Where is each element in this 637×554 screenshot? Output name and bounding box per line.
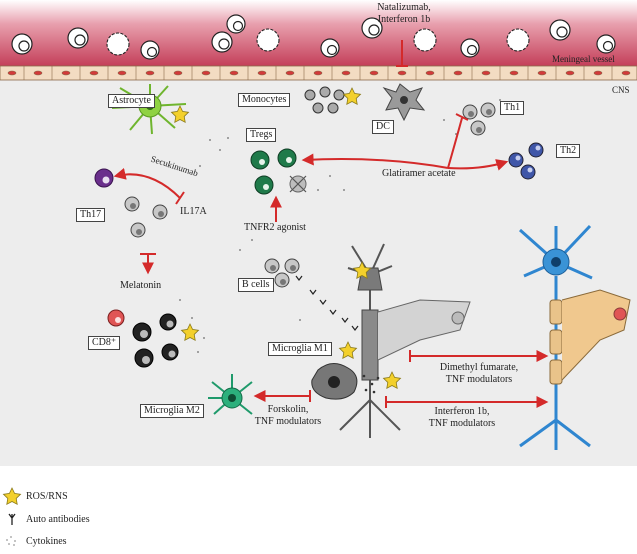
il17a-label: IL17A bbox=[180, 206, 207, 217]
m1-cytokine-dots bbox=[362, 374, 380, 394]
glatiramer-inhibit-th1 bbox=[447, 117, 463, 169]
cytokine-dots-icon bbox=[6, 536, 16, 546]
ifn-label-2: TNF modulators bbox=[428, 418, 496, 429]
legend-cytokines-label: Cytokines bbox=[26, 536, 67, 547]
dendritic-cell bbox=[382, 83, 426, 122]
glatiramer-label: Glatiramer acetate bbox=[382, 168, 456, 179]
dmf-label-2: TNF modulators bbox=[445, 374, 513, 385]
tnfr2-agonist-label: TNFR2 agonist bbox=[244, 222, 306, 233]
forskolin-label-2: TNF modulators bbox=[254, 416, 322, 427]
glatiramer-to-tregs-arrow bbox=[301, 153, 449, 169]
cd8-label: CD8⁺ bbox=[88, 336, 121, 350]
monocytes-label: Monocytes bbox=[238, 93, 291, 107]
astrocyte-label: Astrocyte bbox=[108, 94, 155, 108]
legend-antibodies-label: Auto antibodies bbox=[26, 514, 90, 525]
gray-oligodendrocyte bbox=[377, 299, 471, 361]
endothelial-cells bbox=[7, 66, 631, 80]
interferon-top-label: Interferon 1b bbox=[377, 14, 431, 25]
melatonin-label: Melatonin bbox=[120, 280, 162, 291]
glatiramer-to-th2-arrow bbox=[447, 159, 509, 171]
microglia-m1-label: Microglia M1 bbox=[268, 342, 332, 356]
ros-stars bbox=[170, 87, 402, 390]
microglia-m2 bbox=[208, 374, 253, 415]
dmf-label-1: Dimethyl fumarate, bbox=[439, 362, 519, 373]
gray-axon-myelin bbox=[361, 309, 379, 381]
th2-label: Th2 bbox=[556, 144, 581, 158]
th1-label: Th1 bbox=[500, 101, 525, 115]
inhibitor-bars bbox=[140, 113, 469, 408]
th17-label: Th17 bbox=[76, 208, 106, 222]
b-cells-label: B cells bbox=[238, 278, 274, 292]
dc-label: DC bbox=[372, 120, 394, 134]
star-icon bbox=[2, 487, 22, 506]
red-arrows bbox=[113, 117, 549, 408]
oligodendrocyte bbox=[561, 289, 631, 381]
myelin-segments bbox=[549, 299, 563, 385]
cns-label: CNS bbox=[612, 85, 630, 95]
forskolin-label-1: Forskolin, bbox=[267, 404, 309, 415]
auto-antibodies bbox=[295, 275, 359, 331]
cns-monocytes bbox=[304, 86, 345, 114]
ifn-label-1: Interferon 1b, bbox=[434, 406, 490, 417]
cd8-cells bbox=[107, 309, 179, 368]
antibody-icon bbox=[8, 513, 16, 525]
natalizumab-label: Natalizumab, bbox=[377, 2, 431, 13]
meningeal-vessel bbox=[0, 0, 637, 68]
vessel-monocytes bbox=[106, 28, 530, 56]
meningeal-vessel-label: Meningeal vessel bbox=[552, 54, 615, 64]
secukinumab-arc bbox=[113, 167, 181, 199]
legend-ros-label: ROS/RNS bbox=[26, 491, 68, 502]
vessel-blood-cells bbox=[11, 14, 616, 60]
tregs-label: Tregs bbox=[246, 128, 277, 142]
microglia-m1 bbox=[311, 363, 358, 400]
microglia-m2-label: Microglia M2 bbox=[140, 404, 204, 418]
th17-cell bbox=[94, 168, 114, 188]
